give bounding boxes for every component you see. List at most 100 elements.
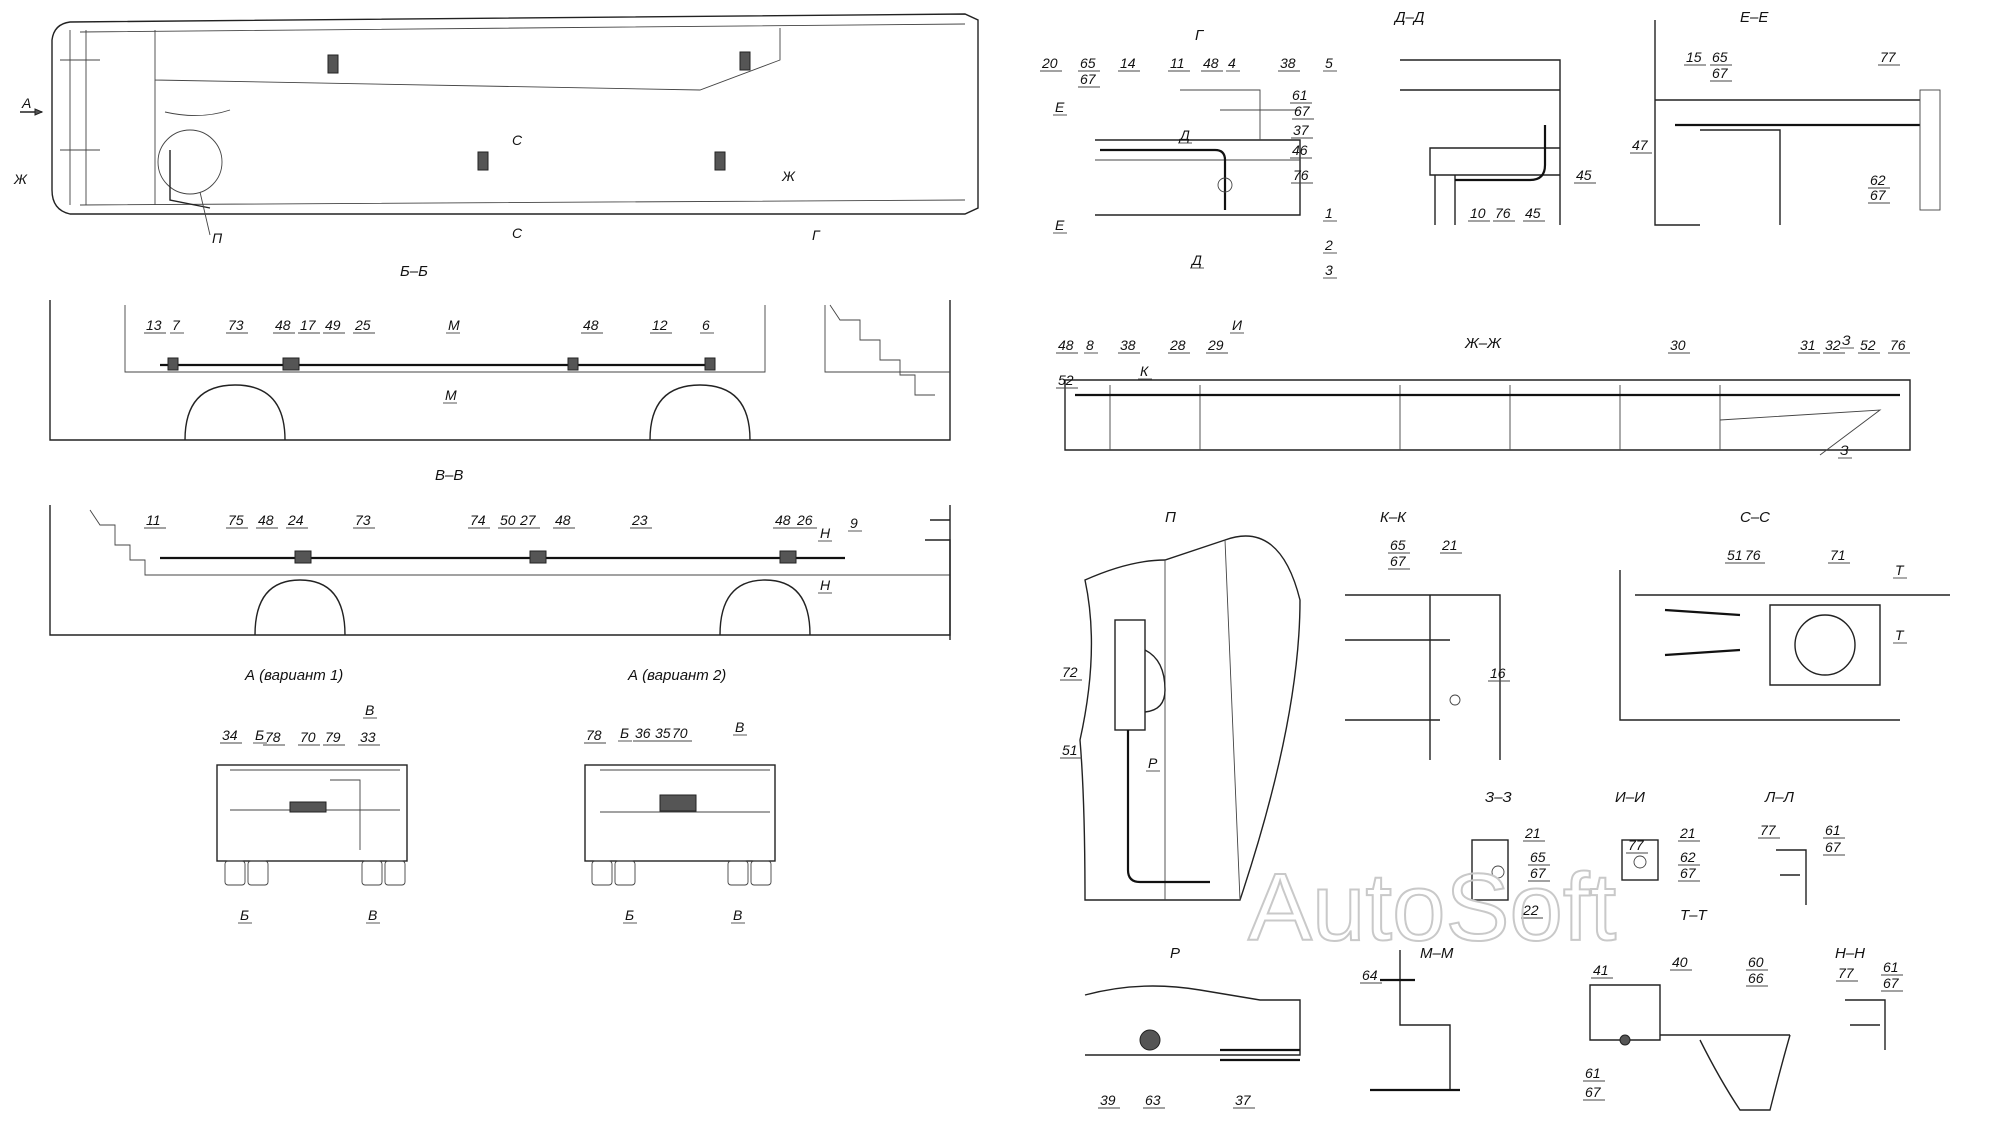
section-title-r: Р [1170, 945, 1180, 962]
callout-zhzh-2: 38 [1120, 337, 1136, 353]
section-title-zz: З–З [1485, 789, 1512, 806]
section-title-ll: Л–Л [1764, 789, 1795, 806]
section-title-ii: И–И [1615, 789, 1645, 806]
callout-ii-2: 62 [1680, 849, 1696, 865]
section-title-nn: Н–Н [1835, 945, 1865, 962]
callout-vv-8: 48 [555, 512, 571, 528]
callout-zhzh-8: 30 [1670, 337, 1686, 353]
callout-ss-4: Т [1895, 627, 1905, 643]
callout-tt-2: 60 [1748, 954, 1764, 970]
callout-bb-2: 73 [228, 317, 244, 333]
section-mm: М–М 64 [1360, 945, 1460, 1092]
callout-vv-4: 73 [355, 512, 371, 528]
plan-marker-p: П [212, 230, 223, 246]
callout-vv-12: Н [820, 525, 831, 541]
plan-marker-a: А [21, 95, 31, 111]
section-title-dd: Д–Д [1393, 9, 1425, 26]
callout-zz-1: 65 [1530, 849, 1546, 865]
callout-a1-2: 78 [265, 729, 281, 745]
callout-ee-6: 67 [1870, 187, 1887, 203]
callout-zhzh-4: К [1140, 363, 1149, 379]
callout-ee-3: 77 [1880, 49, 1897, 65]
callout-bb-4: 17 [300, 317, 317, 333]
callout-vv-7: 27 [519, 512, 537, 528]
callout-vv-6: 50 [500, 512, 516, 528]
callout-ss-2: 71 [1830, 547, 1846, 563]
callout-tt-4: 61 [1585, 1065, 1601, 1081]
callout-a2-3: 35 [655, 725, 671, 741]
callout-ii-0: 77 [1628, 837, 1645, 853]
callout-tt-5: 67 [1585, 1084, 1602, 1100]
callout-zhzh-3: 52 [1058, 372, 1074, 388]
callout-g-18: Е [1055, 217, 1065, 233]
callout-dd-1: 10 [1470, 205, 1486, 221]
callout-ll-1: 61 [1825, 822, 1841, 838]
callout-g-4: 11 [1170, 55, 1185, 71]
callout-ee-2: 67 [1712, 65, 1729, 81]
callout-bb-7: М [448, 317, 460, 333]
callout-a2-1: Б [620, 725, 629, 741]
callout-g-16: 3 [1325, 262, 1333, 278]
callout-ii-1: 21 [1679, 825, 1696, 841]
callout-dd-2: 76 [1495, 205, 1511, 221]
callout-g-2: 67 [1080, 71, 1097, 87]
callout-a1-3: 70 [300, 729, 316, 745]
callout-ee-5: 62 [1870, 172, 1886, 188]
callout-bb-1: 7 [172, 317, 181, 333]
callout-a1-8: В [368, 907, 377, 923]
section-title-bb: Б–Б [400, 263, 428, 280]
section-title-ss: С–С [1740, 509, 1770, 526]
callout-bb-3: 48 [275, 317, 291, 333]
callout-a2-2: 36 [635, 725, 651, 741]
section-title-kk: К–К [1380, 509, 1407, 526]
callout-bb-0: 13 [146, 317, 162, 333]
callout-g-1: 65 [1080, 55, 1096, 71]
callout-g-3: 14 [1120, 55, 1136, 71]
callout-zhzh-5: 28 [1169, 337, 1186, 353]
section-title-mm: М–М [1420, 945, 1454, 962]
callout-a2-5: В [735, 719, 744, 735]
callout-bb-11: М [445, 387, 457, 403]
callout-zhzh-11: З [1842, 332, 1851, 348]
callout-zhzh-10: 32 [1825, 337, 1841, 353]
callout-p-0: 72 [1062, 664, 1078, 680]
callout-r-1: 63 [1145, 1092, 1161, 1108]
callout-zhzh-9: 31 [1800, 337, 1816, 353]
section-title-ee: Е–Е [1740, 9, 1769, 26]
section-title-vv: В–В [435, 467, 463, 484]
callout-zz-0: 21 [1524, 825, 1541, 841]
section-title-p: П [1165, 509, 1176, 526]
callout-g-7: 38 [1280, 55, 1296, 71]
callout-dd-3: 45 [1525, 205, 1541, 221]
callout-kk-1: 67 [1390, 553, 1407, 569]
callout-kk-3: 16 [1490, 665, 1506, 681]
callout-a1-4: 79 [325, 729, 341, 745]
callout-tt-3: 66 [1748, 970, 1764, 986]
callout-ee-1: 65 [1712, 49, 1728, 65]
callout-g-19: Д [1178, 127, 1190, 143]
plan-marker-g: Г [812, 227, 821, 243]
callout-a2-0: 78 [586, 727, 602, 743]
callout-ee-4: 47 [1632, 137, 1649, 153]
callout-bb-6: 25 [354, 317, 371, 333]
callout-ee-0: 15 [1686, 49, 1702, 65]
callout-zhzh-7: И [1232, 317, 1243, 333]
section-title-tt: Т–Т [1680, 907, 1709, 924]
callout-dd-0: 45 [1576, 167, 1592, 183]
callout-vv-2: 48 [258, 512, 274, 528]
callout-nn-1: 61 [1883, 959, 1899, 975]
section-title-zhzh: Ж–Ж [1464, 335, 1502, 352]
callout-vv-14: Н [820, 577, 831, 593]
